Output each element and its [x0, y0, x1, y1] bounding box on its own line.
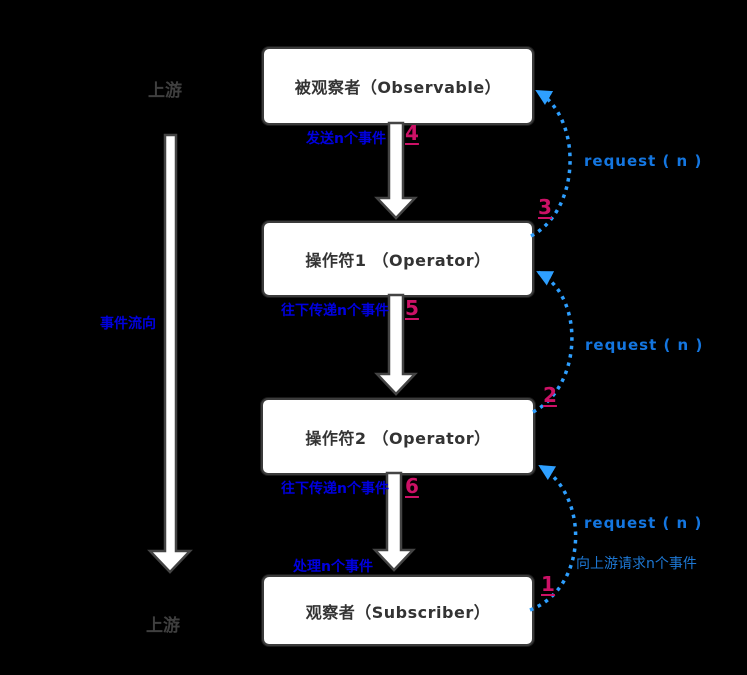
- step-number-2: 2: [543, 383, 557, 407]
- event-flow-label: 事件流向: [100, 316, 156, 332]
- event-flow-arrow: [147, 133, 193, 574]
- request-label-bottom: request ( n ): [584, 514, 703, 532]
- node-observable-label: 被观察者（Observable）: [294, 78, 502, 97]
- node-operator1: 操作符1 （Operator）: [262, 221, 534, 297]
- step-number-4: 4: [405, 121, 419, 145]
- node-operator2: 操作符2 （Operator）: [261, 398, 535, 475]
- request-upstream-note: 向上游请求n个事件: [576, 556, 697, 572]
- emit-label-3: 往下传递n个事件: [281, 481, 389, 497]
- step-number-1: 1: [541, 572, 555, 596]
- step-number-3: 3: [538, 195, 552, 219]
- process-label: 处理n个事件: [293, 559, 373, 575]
- node-operator1-label: 操作符1 （Operator）: [305, 251, 491, 270]
- emit-label-2: 往下传递n个事件: [281, 303, 389, 319]
- node-subscriber: 观察者（Subscriber）: [262, 575, 534, 646]
- emit-label-1: 发送n个事件: [306, 131, 386, 147]
- request-label-middle: request ( n ): [585, 336, 704, 354]
- request-label-top: request ( n ): [584, 152, 703, 170]
- upstream-label-top: 上游: [148, 81, 182, 101]
- node-operator2-label: 操作符2 （Operator）: [305, 428, 491, 448]
- node-subscriber-label: 观察者（Subscriber）: [305, 602, 491, 622]
- node-observable: 被观察者（Observable）: [262, 47, 534, 125]
- step-number-5: 5: [405, 296, 419, 320]
- step-number-6: 6: [405, 474, 419, 498]
- upstream-label-bottom: 上游: [146, 616, 180, 636]
